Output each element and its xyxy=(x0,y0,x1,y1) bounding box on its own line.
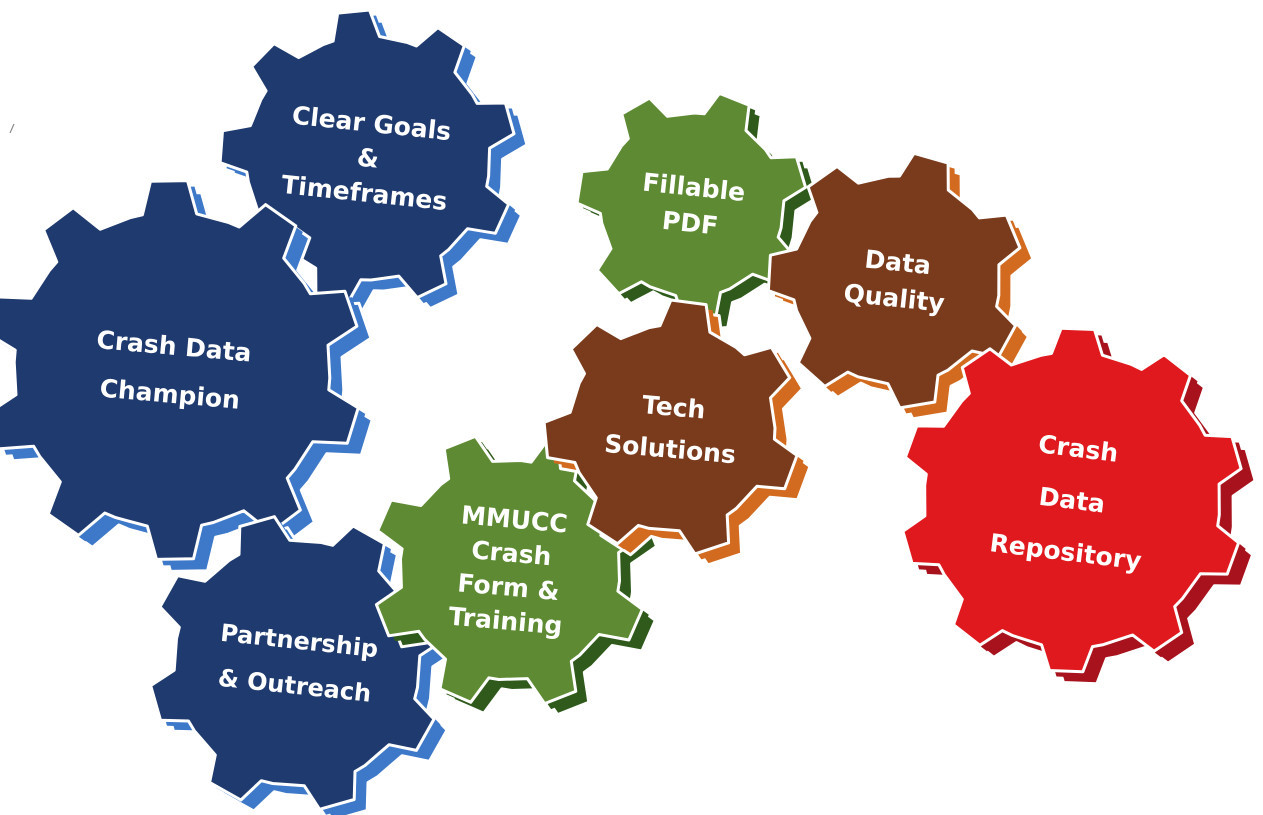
gear-label-line: Data xyxy=(863,244,932,280)
gear-tech-solutions: TechSolutions xyxy=(542,298,812,567)
gear-face-partnership-outreach xyxy=(149,515,445,811)
gear-label-line: & xyxy=(356,143,381,174)
gear-face-tech-solutions xyxy=(542,298,799,556)
gear-data-quality: DataQuality xyxy=(766,151,1035,421)
gear-label-line: Tech xyxy=(641,390,707,424)
gear-face-crash-data-repository xyxy=(901,326,1243,674)
gear-face-fillable-pdf xyxy=(575,91,808,322)
gear-mmucc-crash-form: MMUCCCrashForm &Training xyxy=(374,434,659,717)
gear-crash-data-repository: CrashDataRepository xyxy=(901,326,1257,686)
gear-fillable-pdf: FillablePDF xyxy=(575,91,820,332)
gear-partnership-outreach: Partnership& Outreach xyxy=(149,515,458,815)
stray-mark xyxy=(9,123,15,134)
gear-face-data-quality xyxy=(766,151,1022,410)
gear-label-line: Crash xyxy=(470,535,552,571)
gear-crash-data-champion: Crash DataChampion xyxy=(0,179,374,573)
gear-label-line: PDF xyxy=(661,206,720,241)
